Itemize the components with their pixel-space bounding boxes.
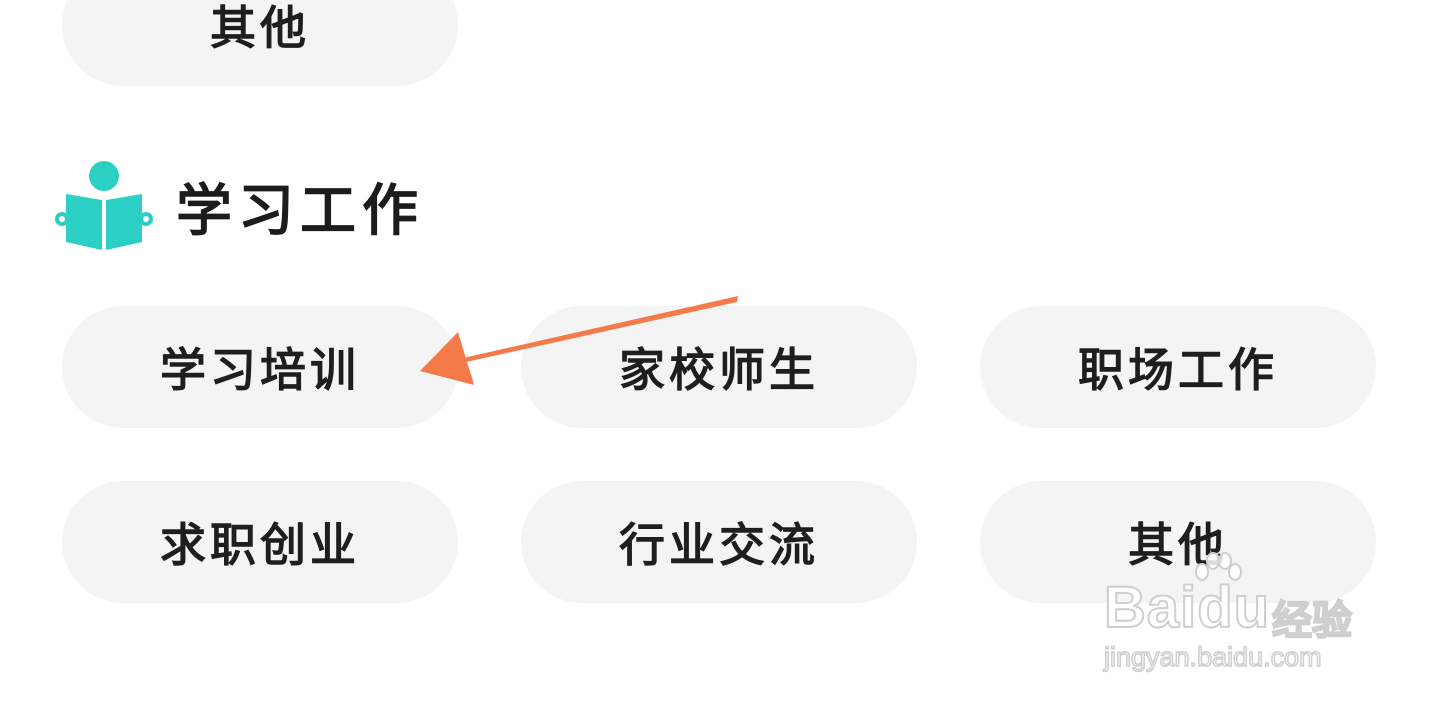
watermark-url: jingyan.baidu.com <box>1103 641 1322 673</box>
chip-label: 行业交流 <box>619 518 819 572</box>
category-chip-study-training[interactable]: 学习培训 <box>62 306 458 428</box>
section-header: 学习工作 <box>54 156 424 256</box>
chip-label: 其他 <box>210 1 310 55</box>
reading-person-icon <box>55 161 153 250</box>
chip-label: 学习培训 <box>160 343 360 397</box>
chip-label: 求职创业 <box>160 518 360 572</box>
category-chip-workplace[interactable]: 职场工作 <box>980 306 1376 428</box>
chip-label: 职场工作 <box>1078 343 1278 397</box>
category-chip-other-top[interactable]: 其他 <box>62 0 458 86</box>
chip-label: 其他 <box>1128 518 1228 572</box>
category-chip-school-teachers[interactable]: 家校师生 <box>521 306 917 428</box>
category-chip-job-startup[interactable]: 求职创业 <box>62 481 458 603</box>
chip-label: 家校师生 <box>619 343 819 397</box>
category-chip-other[interactable]: 其他 <box>980 481 1376 603</box>
section-title: 学习工作 <box>176 178 424 244</box>
category-chip-industry-exchange[interactable]: 行业交流 <box>521 481 917 603</box>
